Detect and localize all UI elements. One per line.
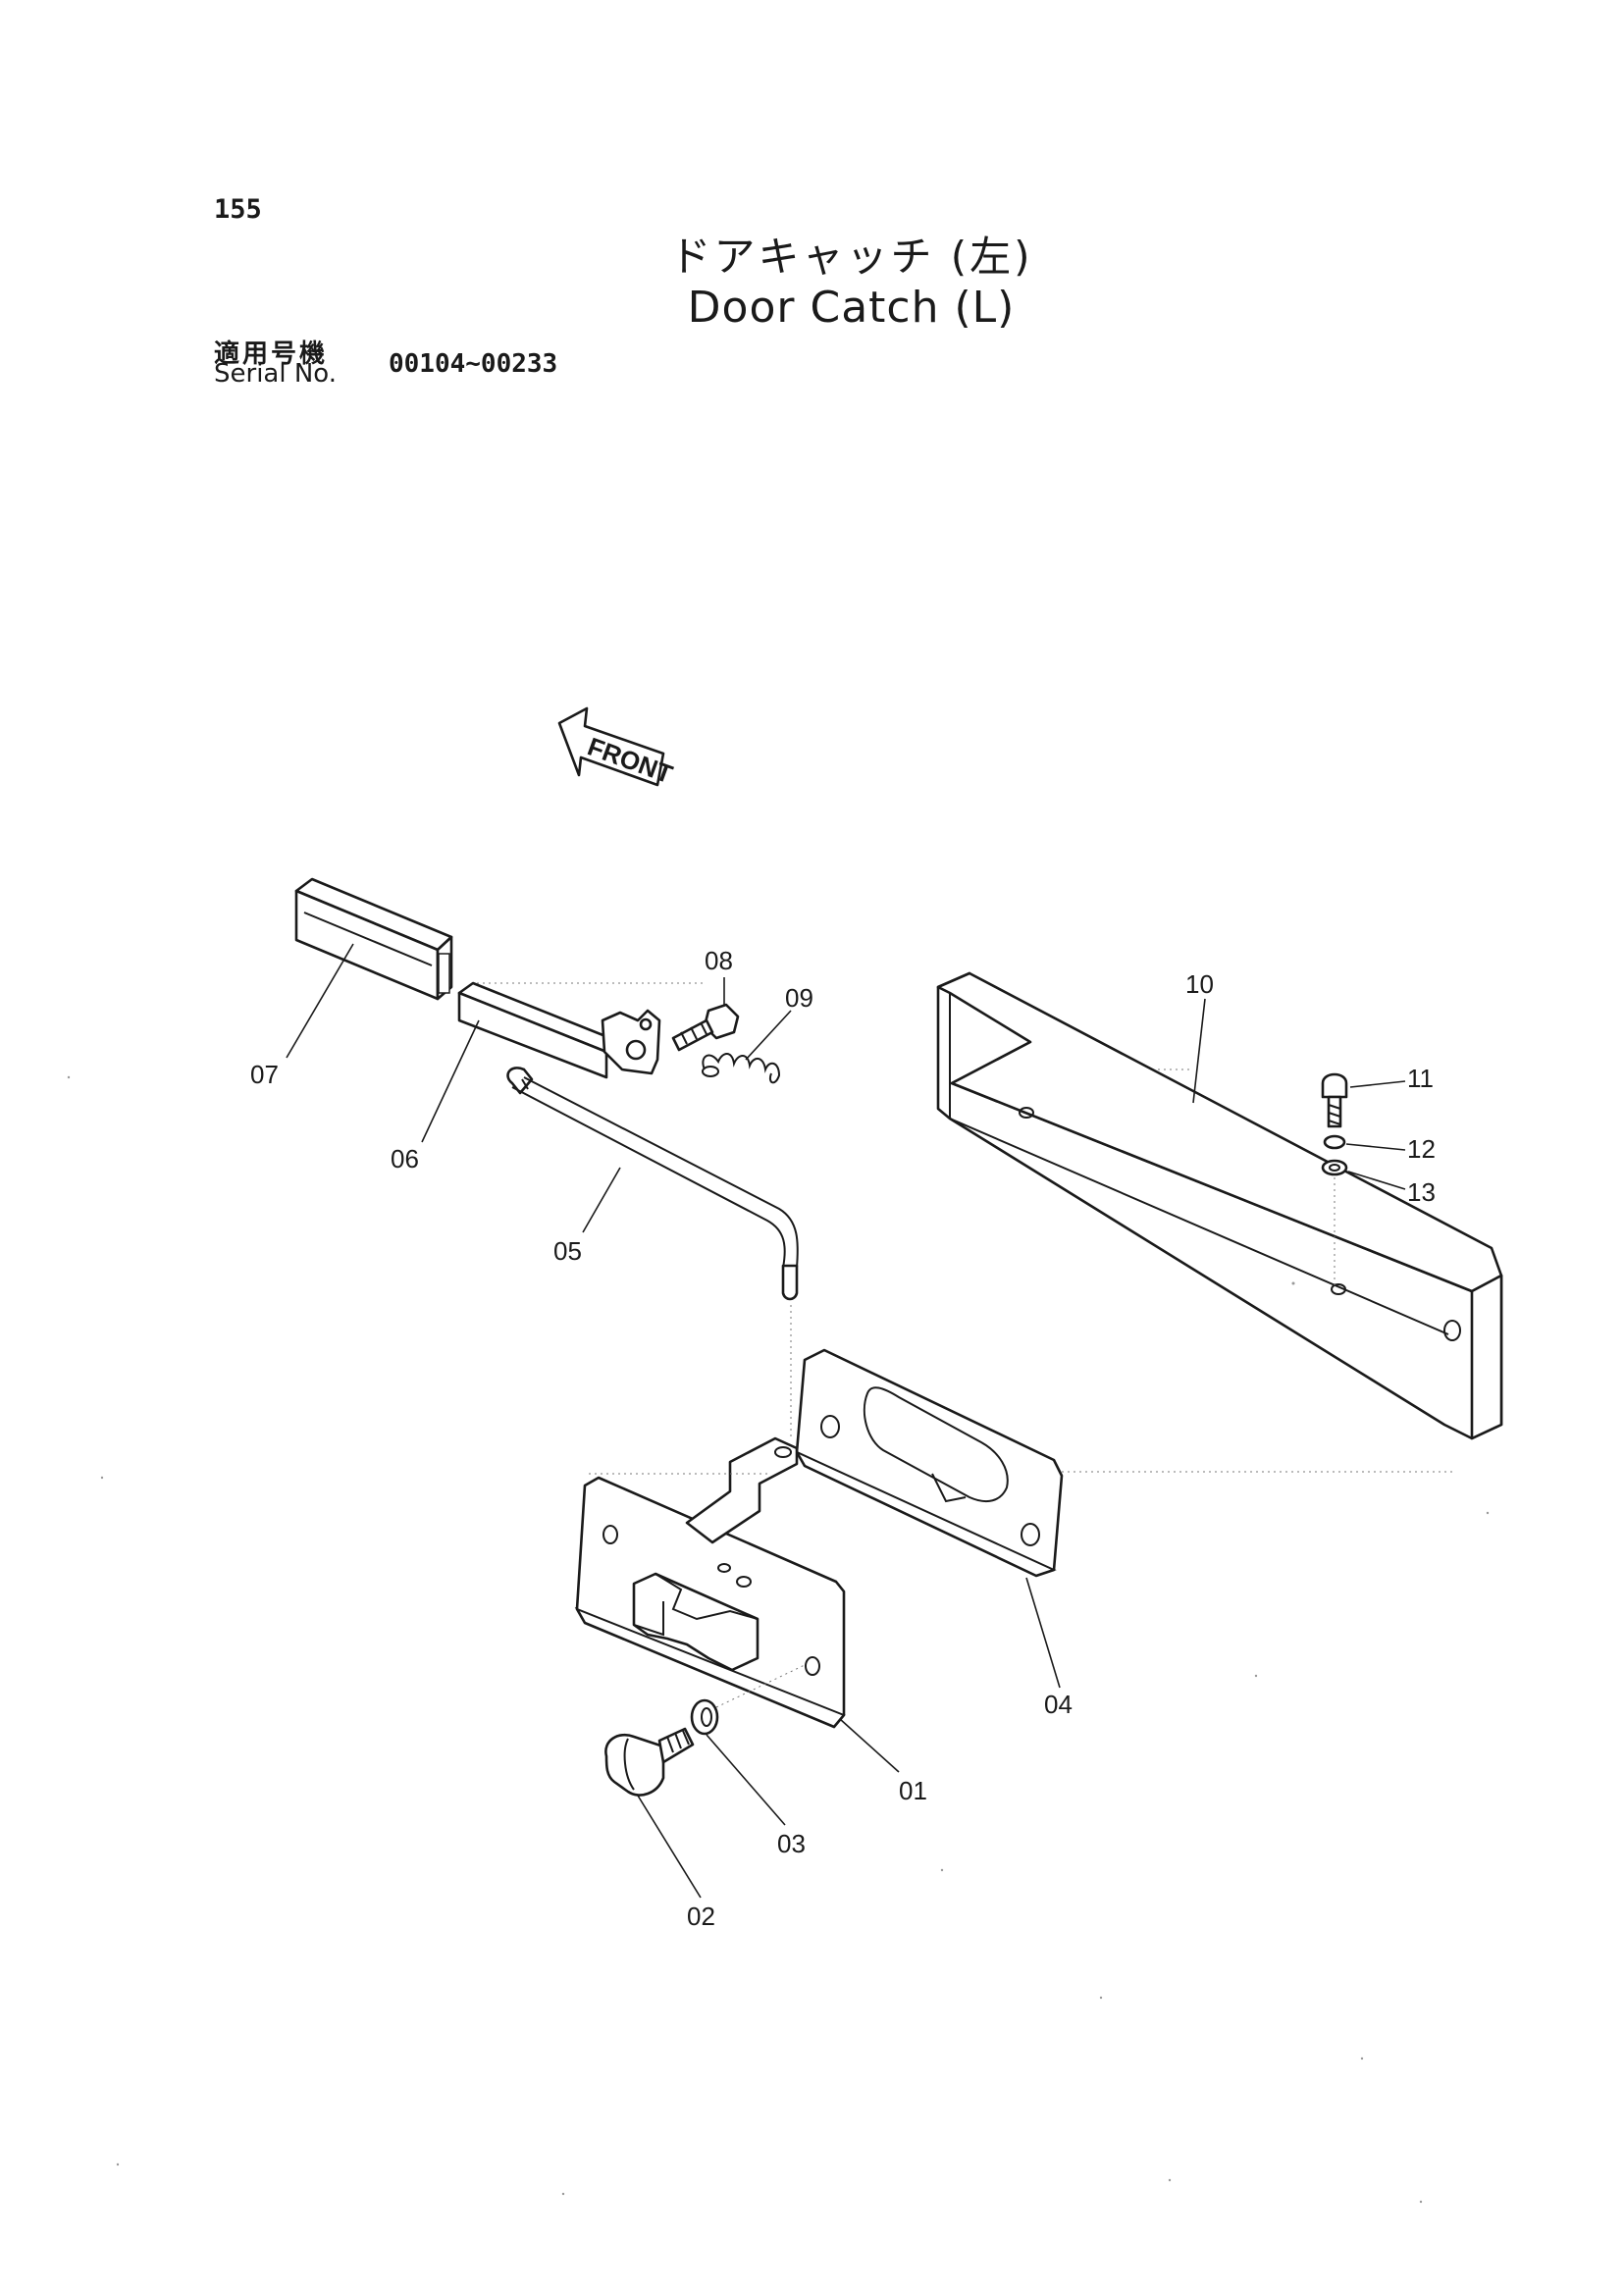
part-12-lock-washer <box>1323 1134 1346 1150</box>
page-title-english: Door Catch (L) <box>687 283 1016 333</box>
part-11-screw <box>1321 1072 1348 1128</box>
leader-07 <box>286 943 354 1059</box>
part-10-channel-bracket <box>936 971 1503 1440</box>
callout-04: 04 <box>1044 1690 1073 1719</box>
scan-speckles <box>67 1075 1490 2204</box>
callout-01: 01 <box>899 1776 927 1805</box>
page-number: 155 <box>214 194 262 225</box>
callout-13: 13 <box>1407 1177 1436 1207</box>
leader-04 <box>1025 1577 1061 1689</box>
callout-09: 09 <box>785 983 813 1013</box>
leader-13 <box>1347 1171 1406 1190</box>
part-02-bolt <box>604 1727 695 1797</box>
serial-range: 00104~00233 <box>389 349 558 379</box>
callout-07: 07 <box>250 1060 279 1089</box>
serial-label-japanese: 適用号機 <box>214 339 329 369</box>
part-07-square-tube <box>294 877 453 1001</box>
callout-12: 12 <box>1407 1134 1436 1164</box>
leader-12 <box>1345 1143 1406 1151</box>
front-arrow-label: FRONT <box>584 731 677 789</box>
lever-plate <box>601 1009 661 1075</box>
callout-06: 06 <box>391 1144 419 1173</box>
part-04-gasket-plate <box>794 1348 1064 1578</box>
callout-03: 03 <box>777 1829 806 1858</box>
callout-05: 05 <box>553 1236 582 1266</box>
leader-06 <box>421 1019 480 1143</box>
part-08-bolt <box>671 1003 740 1052</box>
part-09-spring <box>702 1053 781 1084</box>
front-arrow: FRONT <box>557 706 677 789</box>
part-01-catch-assembly <box>574 1436 846 1729</box>
callout-10: 10 <box>1185 969 1214 999</box>
leader-01 <box>839 1718 900 1773</box>
part-05-rod <box>506 1067 799 1301</box>
part-03-snap-ring <box>690 1698 719 1736</box>
callout-08: 08 <box>705 946 733 975</box>
leader-11 <box>1349 1080 1406 1088</box>
callout-11: 11 <box>1407 1064 1434 1093</box>
guide-line <box>715 1663 808 1708</box>
serial-label-english: Serial No. <box>214 359 337 389</box>
leader-02 <box>637 1795 702 1899</box>
leader-10 <box>1192 998 1206 1104</box>
leader-09 <box>745 1010 792 1061</box>
page-title-japanese: ドアキャッチ (左) <box>669 233 1033 281</box>
part-13-washer <box>1321 1159 1348 1176</box>
callout-02: 02 <box>687 1902 715 1931</box>
leader-03 <box>706 1734 786 1826</box>
leader-05 <box>582 1167 621 1233</box>
part-06-bar <box>457 981 622 1079</box>
